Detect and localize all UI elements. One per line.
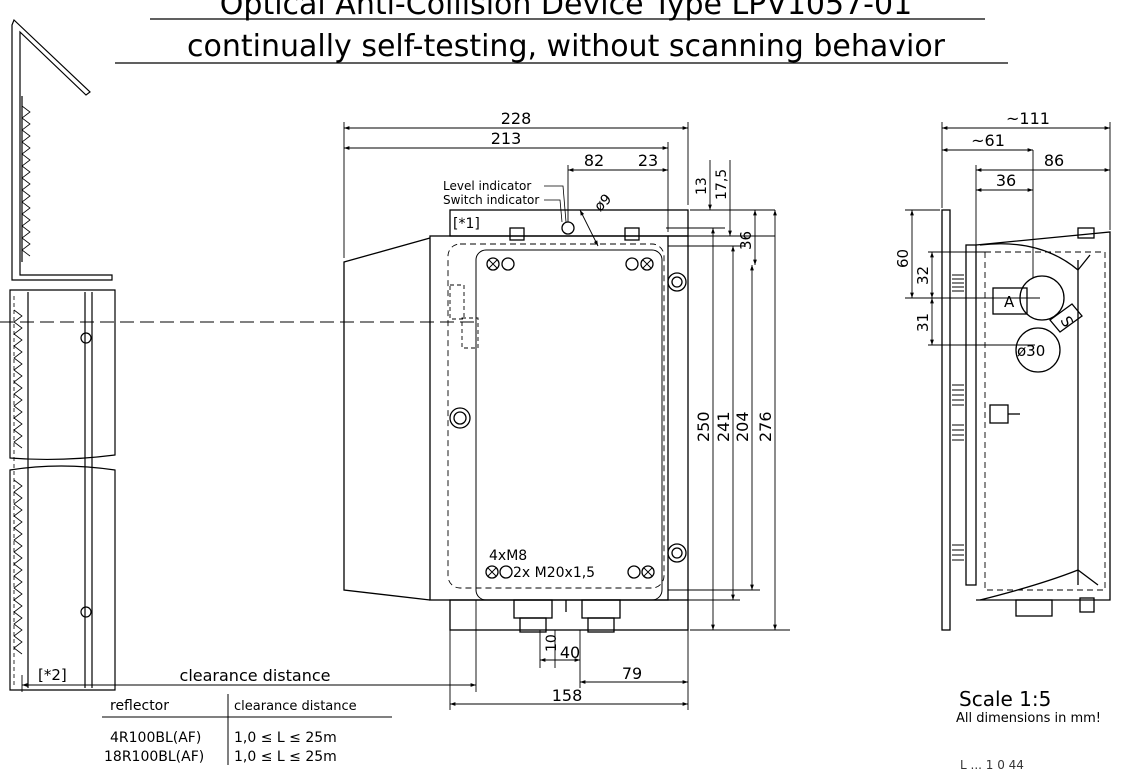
- dim-79: 79: [622, 664, 642, 683]
- dim-10: 10: [544, 634, 560, 652]
- dim-276: 276: [756, 411, 775, 442]
- dim-250: 250: [694, 411, 713, 442]
- dim-36-side: 36: [996, 171, 1016, 190]
- side-dimensions: [905, 122, 1111, 346]
- reflector-side-view: [9, 18, 116, 691]
- dim-40: 40: [560, 643, 580, 662]
- table-row-1-reflector: 4R100BL(AF): [110, 730, 201, 746]
- dim-82: 82: [584, 151, 604, 170]
- units-note: All dimensions in mm!: [956, 711, 1101, 726]
- dim-204: 204: [733, 411, 752, 442]
- table-row-1-clearance: 1,0 ≤ L ≤ 25m: [234, 730, 337, 746]
- level-indicator-label: Level indicator: [443, 179, 531, 193]
- dim-111: ~111: [1006, 109, 1050, 128]
- scale-label: Scale 1:5: [959, 687, 1051, 711]
- dim-228: 228: [501, 109, 532, 128]
- dim-241: 241: [714, 411, 733, 442]
- screws-label: 4xM8: [489, 548, 527, 564]
- cable-glands-label: 2x M20x1,5: [513, 565, 595, 581]
- dim-60: 60: [894, 249, 912, 268]
- note-1: [*1]: [453, 216, 480, 232]
- dim-phi-30: ø30: [1017, 342, 1045, 360]
- dim-36: 36: [737, 231, 755, 250]
- table-header-reflector: reflector: [110, 698, 169, 714]
- sensor-a-label: A: [1004, 293, 1015, 311]
- table-header-clearance: clearance distance: [234, 699, 357, 714]
- device-side-view: [941, 209, 1111, 631]
- dim-23: 23: [638, 151, 658, 170]
- dim-86: 86: [1044, 151, 1064, 170]
- switch-indicator-label: Switch indicator: [443, 193, 539, 207]
- device-front-view: [343, 209, 689, 633]
- dim-213: 213: [491, 129, 522, 148]
- table-row-2-clearance: 1,0 ≤ L ≤ 25m: [234, 749, 337, 765]
- front-dimensions: [21, 122, 790, 710]
- dim-158: 158: [552, 686, 583, 705]
- title-block: Optical Anti-Collision Device Type LPV10…: [115, 0, 1008, 64]
- table-row-2-reflector: 18R100BL(AF): [104, 749, 204, 765]
- dim-31: 31: [914, 313, 932, 332]
- dim-32: 32: [914, 266, 932, 285]
- clearance-distance-label: clearance distance: [180, 666, 331, 685]
- title-line-2: continually self-testing, without scanni…: [187, 29, 946, 64]
- dim-13: 13: [694, 177, 710, 195]
- note-2: [*2]: [38, 666, 67, 684]
- clearance-table: reflector clearance distance 4R100BL(AF)…: [102, 694, 392, 765]
- footer-text: L ... 1 0 44: [960, 758, 1024, 769]
- dim-17-5: 17,5: [714, 169, 730, 200]
- dim-phi-9: ø9: [592, 191, 616, 215]
- dim-61: ~61: [971, 131, 1005, 150]
- title-line-1: Optical Anti-Collision Device Type LPV10…: [220, 0, 912, 22]
